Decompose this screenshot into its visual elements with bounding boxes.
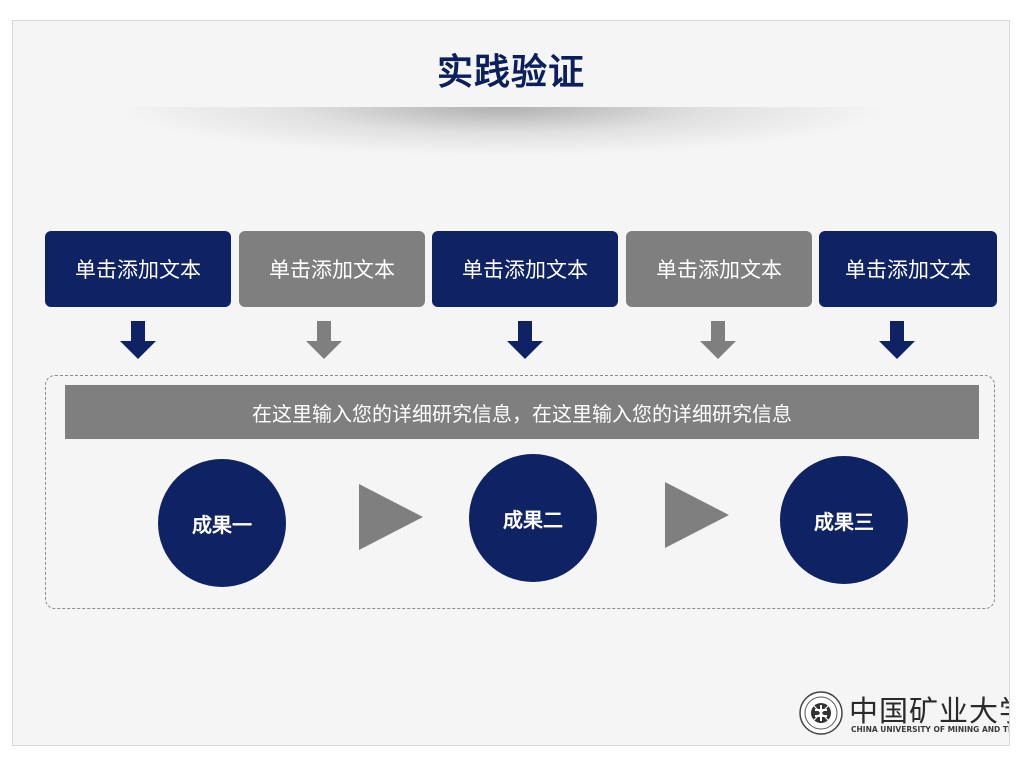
title-shadow-decoration xyxy=(123,107,883,155)
play-arrow-icon xyxy=(665,482,729,548)
university-seal-icon xyxy=(799,691,843,735)
play-arrow-icon xyxy=(359,484,423,550)
result-circle-1[interactable]: 成果一 xyxy=(158,459,286,587)
info-bar[interactable]: 在这里输入您的详细研究信息，在这里输入您的详细研究信息 xyxy=(65,385,979,439)
arrow-down-icon xyxy=(879,321,915,359)
logo-name-en: CHINA UNIVERSITY OF MINING AND TECHNOLOG… xyxy=(851,725,1009,734)
slide: 实践验证 单击添加文本 单击添加文本 单击添加文本 单击添加文本 单击添加文本 … xyxy=(12,20,1010,746)
step-box-3[interactable]: 单击添加文本 xyxy=(432,231,618,307)
result-circle-3[interactable]: 成果三 xyxy=(780,456,908,584)
step-box-1[interactable]: 单击添加文本 xyxy=(45,231,231,307)
arrow-down-icon xyxy=(306,321,342,359)
step-box-4[interactable]: 单击添加文本 xyxy=(626,231,812,307)
step-box-5[interactable]: 单击添加文本 xyxy=(819,231,997,307)
arrow-down-icon xyxy=(120,321,156,359)
result-circle-2[interactable]: 成果二 xyxy=(469,454,597,582)
results-panel xyxy=(45,375,995,609)
slide-title[interactable]: 实践验证 xyxy=(436,52,585,93)
step-box-2[interactable]: 单击添加文本 xyxy=(239,231,425,307)
arrow-down-icon xyxy=(700,321,736,359)
university-logo: 中国矿业大学 CHINA UNIVERSITY OF MINING AND TE… xyxy=(799,689,1009,737)
arrow-down-icon xyxy=(507,321,543,359)
logo-name-cn: 中国矿业大学 xyxy=(849,694,1009,728)
